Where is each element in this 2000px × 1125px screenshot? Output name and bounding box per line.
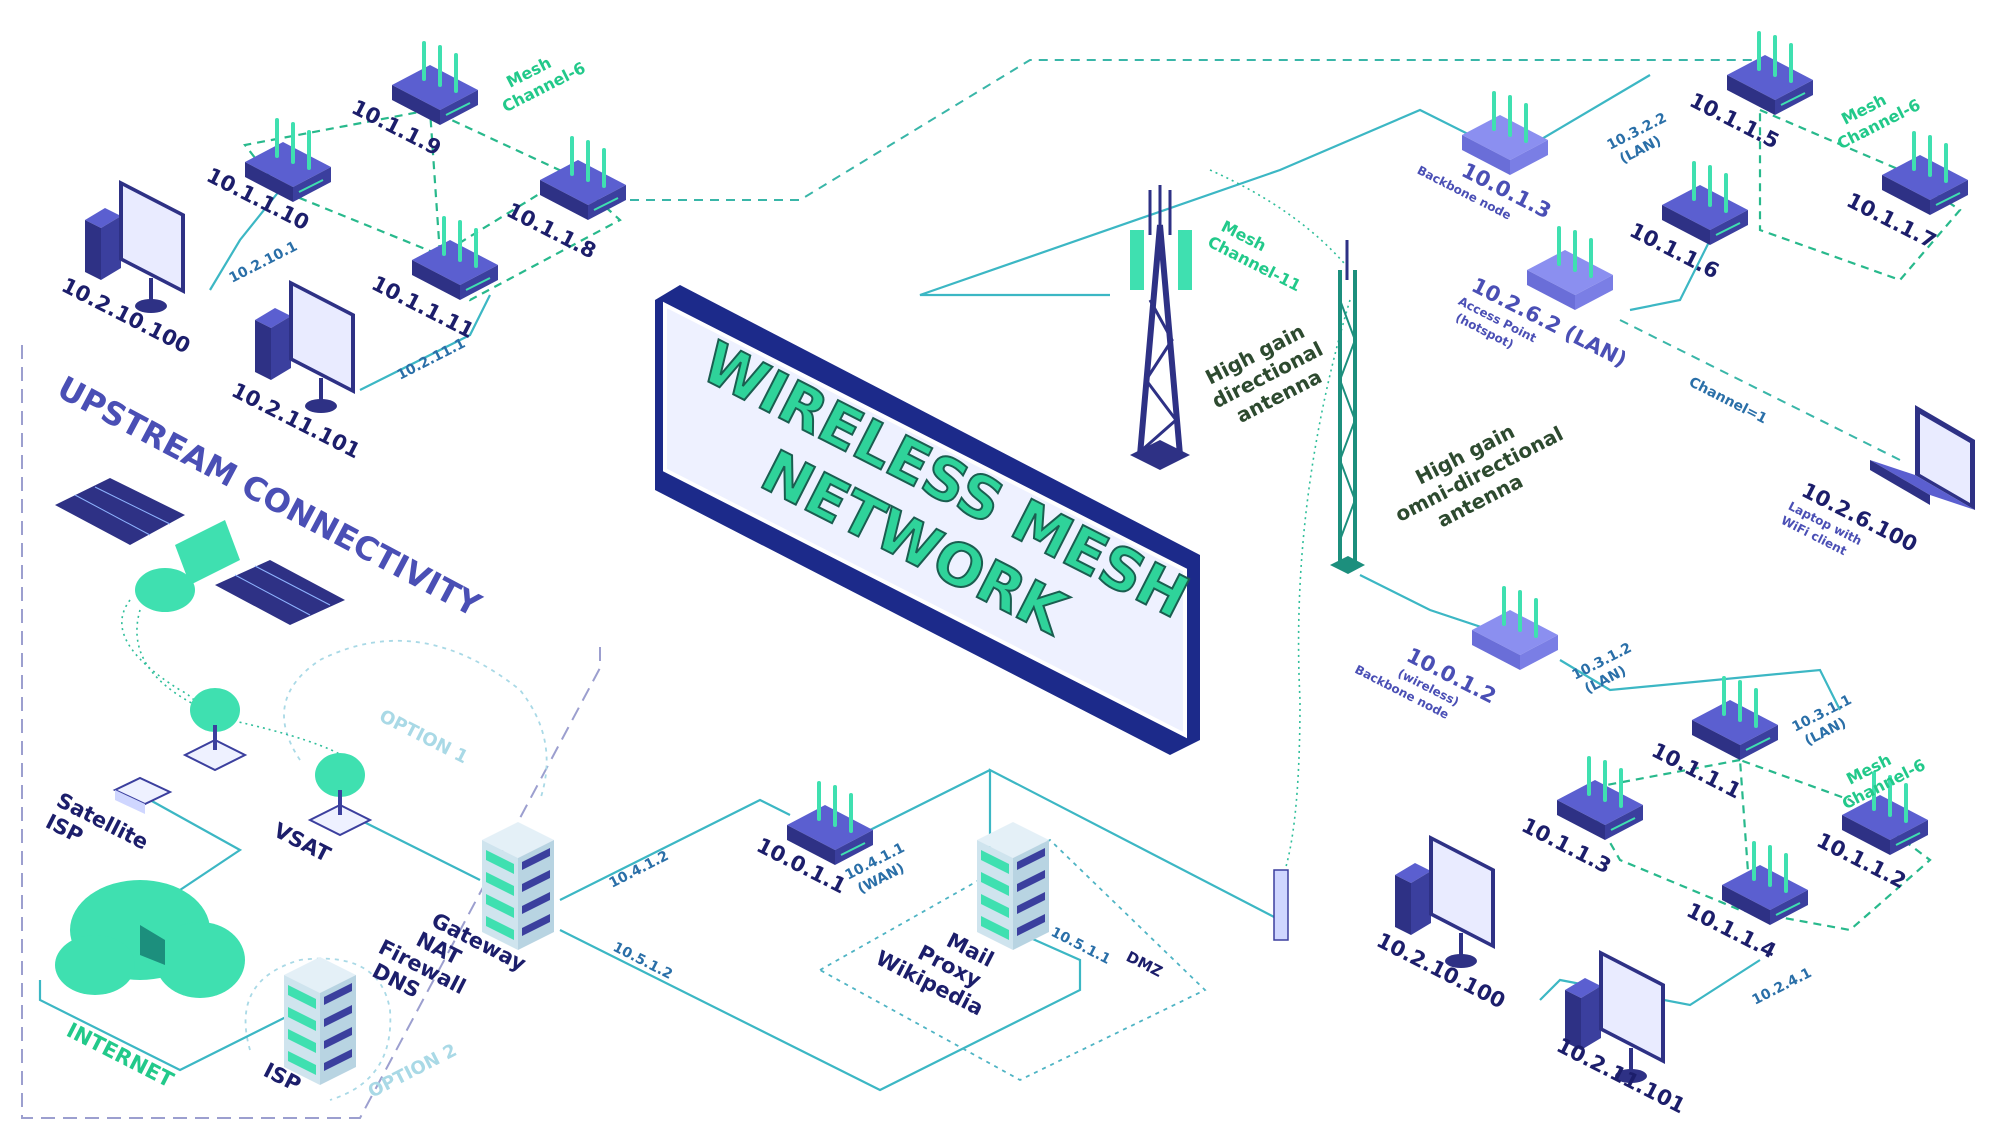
link-dirantenna-backbone-top: [919, 108, 1481, 297]
backbone-node-2-icon: [1470, 586, 1560, 672]
link-router-server: [849, 769, 991, 841]
satellite-signal-wave: [136, 609, 351, 761]
router-node-7-icon: [1880, 131, 1970, 217]
tower-link-wave: [1209, 169, 1351, 271]
link-ap-node6: [1629, 239, 1711, 312]
option1-region: [283, 639, 548, 801]
subnet-11-label: 10.2.11.1: [395, 336, 469, 384]
satellite-dish-icon: [182, 688, 248, 772]
option2-region: [244, 957, 392, 1101]
wan-link-1-label: 10.4.1.2: [607, 848, 672, 892]
dmz-region: [818, 838, 1207, 1082]
option2-label: OPTION 2: [365, 1040, 461, 1103]
link-ap-laptop: [1619, 319, 1901, 461]
link-node11-pc: [359, 294, 491, 391]
title-plate: WIRELESS MESH NETWORK: [655, 285, 1200, 755]
router-node-4-icon: [1720, 841, 1810, 927]
link-vsat-gateway: [359, 819, 481, 881]
link-backbone3-node5: [1539, 74, 1651, 141]
mail-server-icon: [977, 822, 1049, 950]
link-backbone2-node1: [1559, 659, 1841, 711]
isp-server-icon: [284, 957, 356, 1085]
omni-antenna-tower-icon: [1330, 240, 1365, 574]
link-cloud-isp: [38, 980, 301, 1072]
upstream-frame: [21, 345, 601, 1119]
satellite-icon: [55, 478, 345, 625]
dmz-label: DMZ: [1123, 948, 1165, 981]
router-node-8-icon: [538, 136, 628, 222]
gateway-server-icon: [482, 822, 554, 950]
pole-antenna-icon: [1273, 869, 1289, 941]
pc-bottom-right-2-label: 10.2.11.101: [1553, 1033, 1689, 1118]
router-node-9-icon: [390, 41, 480, 127]
router-node-1-icon: [1690, 676, 1780, 762]
mesh-topright-links: [1758, 108, 1962, 282]
laptop-icon: [1870, 405, 1975, 510]
internet-cloud-icon: [55, 880, 245, 998]
option1-label: OPTION 1: [376, 706, 472, 769]
link-topleft-topright: [630, 59, 1760, 201]
router-node-5-icon: [1725, 31, 1815, 117]
router-node-6-icon: [1660, 161, 1750, 247]
link-node10-pc: [209, 189, 281, 291]
link-gateway-router: [559, 798, 791, 901]
pc-top-left-2-label: 10.2.11.101: [228, 378, 364, 463]
access-point-icon: [1525, 226, 1615, 312]
channel-label: Channel=1: [1686, 374, 1769, 427]
directional-antenna-tower-icon: [1130, 185, 1192, 470]
link-gateway-server: [559, 768, 1281, 1092]
internet-label: INTERNET: [63, 1018, 178, 1093]
omni-to-pole-wave: [1284, 299, 1351, 871]
satellite-isp-box-icon: [112, 776, 173, 814]
vsat-dish-icon: [307, 753, 373, 837]
subnet-4-label: 10.2.4.1: [1750, 965, 1815, 1009]
router-node-11-icon: [410, 216, 500, 302]
router-node-3-icon: [1555, 756, 1645, 842]
link-sat-isp: [149, 799, 243, 891]
